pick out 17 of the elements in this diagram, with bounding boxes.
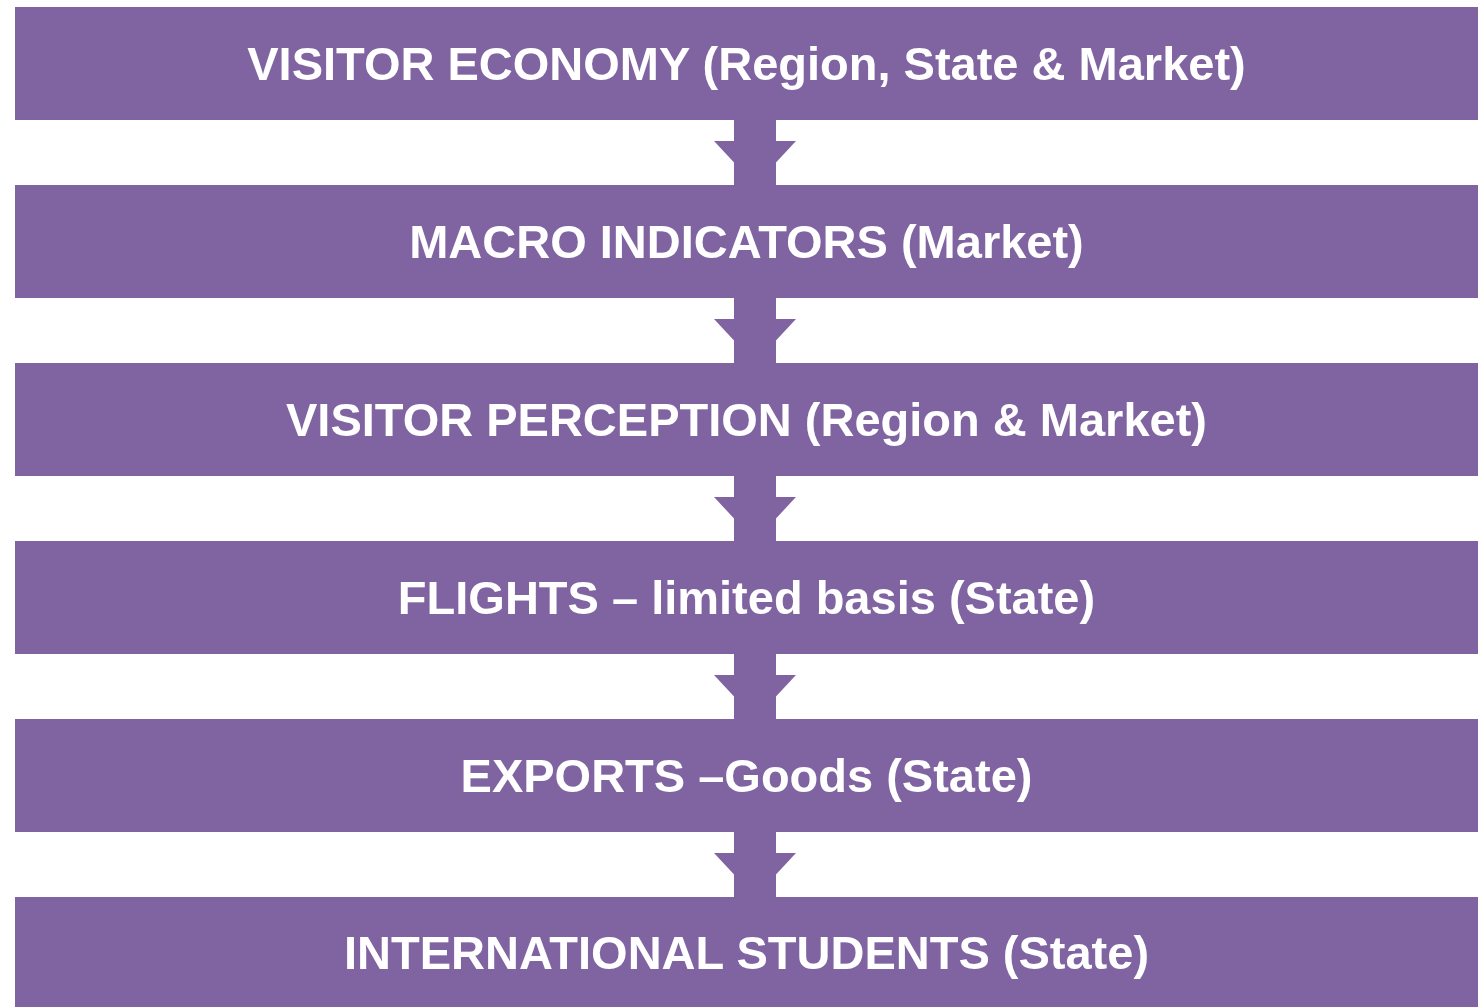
bar-label: FLIGHTS – limited basis (State) (397, 570, 1096, 625)
process-bar (15, 7, 1478, 120)
block-arrow (714, 476, 796, 541)
process-bar (15, 541, 1478, 654)
block-arrow (714, 120, 796, 185)
process-bar (15, 719, 1478, 832)
block-arrow (714, 832, 796, 897)
bar-label: VISITOR PERCEPTION (Region & Market) (286, 392, 1207, 447)
block-arrow (714, 298, 796, 363)
bar-label: MACRO INDICATORS (Market) (409, 214, 1084, 269)
process-bar (15, 363, 1478, 476)
block-arrow (714, 654, 796, 719)
bar-label: VISITOR ECONOMY (Region, State & Market) (247, 36, 1246, 91)
process-bar (15, 897, 1478, 1007)
process-bar (15, 185, 1478, 298)
bar-label: EXPORTS –Goods (State) (460, 748, 1033, 803)
bar-label: INTERNATIONAL STUDENTS (State) (343, 924, 1150, 980)
